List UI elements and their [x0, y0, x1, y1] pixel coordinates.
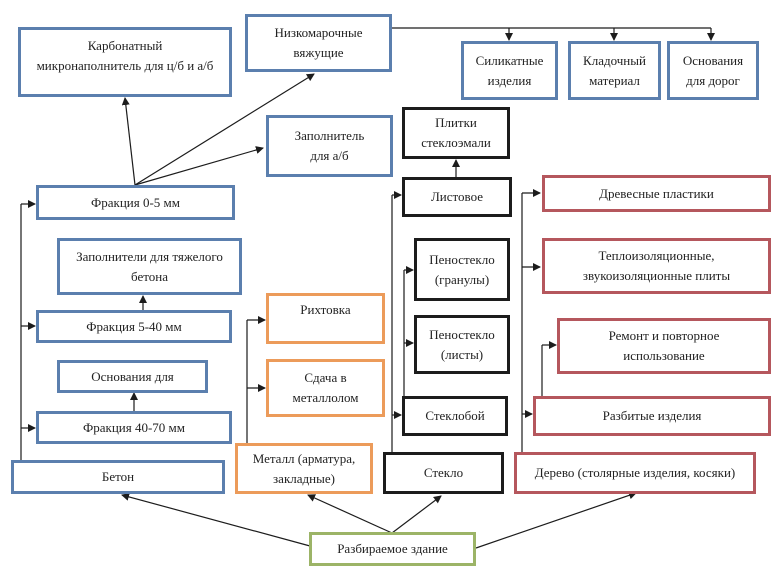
- node-teplo: Теплоизоляционные, звукоизоляционные плит…: [542, 238, 771, 294]
- node-steklo: Стекло: [383, 452, 504, 494]
- node-penosteklo-list: Пеностекло (листы): [414, 315, 510, 374]
- node-remont: Ремонт и повторное использование: [557, 318, 771, 374]
- node-text: Рихтовка: [300, 302, 351, 317]
- node-text: материал: [589, 72, 640, 88]
- node-text: Плитки: [435, 115, 477, 130]
- node-root: Разбираемое здание: [309, 532, 476, 566]
- node-text: Листовое: [430, 189, 484, 204]
- node-text: Ремонт и повторное: [608, 328, 720, 343]
- node-text: металлолом: [292, 390, 359, 405]
- node-text: Разбитые изделия: [602, 408, 702, 423]
- node-text: для дорог: [686, 72, 740, 88]
- node-zapoln-tyazh: Заполнители для тяжелого бетона: [57, 238, 242, 295]
- node-text: Силикатные: [475, 52, 544, 68]
- edge-frac0-5-karbonat: [121, 97, 136, 186]
- edge-frac0-5-zapolnitel: [134, 146, 264, 186]
- node-text: Фракция 40-70 мм: [82, 419, 186, 435]
- node-razbitye: Разбитые изделия: [533, 396, 771, 436]
- node-sdacha: Сдача в металлолом: [266, 359, 385, 417]
- node-text: Заполнители для тяжелого: [76, 248, 223, 264]
- node-text: изделия: [487, 72, 532, 88]
- node-drev-plastiki: Древесные пластики: [542, 175, 771, 212]
- node-text: Карбонатный: [87, 38, 163, 53]
- node-osnovaniya-dlya: Основания для: [57, 360, 208, 393]
- node-derevo: Дерево (столярные изделия, косяки): [514, 452, 756, 494]
- node-steklobot: Стеклобой: [402, 396, 508, 436]
- node-frac-0-5: Фракция 0-5 мм: [36, 185, 235, 220]
- node-frac-5-40: Фракция 5-40 мм: [36, 310, 232, 343]
- node-text: Заполнитель: [294, 128, 365, 143]
- node-text: закладные): [273, 470, 335, 486]
- edge-frac0-5-nizkomar: [134, 73, 315, 186]
- node-text: для а/б: [310, 148, 349, 163]
- node-text: Древесные пластики: [599, 185, 714, 201]
- node-text: звукоизоляционные плиты: [582, 268, 731, 283]
- node-text: использование: [623, 348, 705, 363]
- node-silikat: Силикатные изделия: [461, 41, 558, 100]
- node-text: микронаполнитель для ц/б и а/б: [36, 58, 214, 73]
- node-text: Бетон: [101, 469, 135, 484]
- node-text: Низкомарочные: [274, 25, 363, 40]
- node-text: Основания для: [91, 368, 174, 384]
- node-metall: Металл (арматура, закладные): [235, 443, 373, 494]
- node-text: вяжущие: [293, 45, 344, 60]
- node-zapolnitel-ab: Заполнитель для а/б: [266, 115, 393, 177]
- node-karbonat: Карбонатный микронаполнитель для ц/б и а/…: [18, 27, 232, 97]
- edge-root-beton: [121, 492, 311, 547]
- node-kladoch: Кладочный материал: [568, 41, 661, 100]
- node-text: Стеклобой: [425, 408, 485, 423]
- node-text: стеклоэмали: [421, 135, 491, 150]
- node-text: Сдача в: [304, 370, 347, 385]
- node-text: бетона: [131, 268, 168, 284]
- node-text: Кладочный: [583, 52, 646, 68]
- node-text: Фракция 0-5 мм: [90, 194, 181, 210]
- node-penosteklo-gran: Пеностекло (гранулы): [414, 238, 510, 301]
- node-text: Стекло: [423, 465, 464, 480]
- node-text: Пеностекло: [429, 326, 495, 342]
- node-text: Разбираемое здание: [337, 541, 448, 556]
- node-rihtovka: Рихтовка: [266, 293, 385, 344]
- node-nizkomar: Низкомарочные вяжущие: [245, 14, 392, 72]
- node-beton: Бетон: [11, 460, 225, 494]
- node-text: Фракция 5-40 мм: [86, 318, 182, 334]
- node-text: Металл (арматура,: [252, 450, 356, 466]
- node-text: Теплоизоляционные,: [598, 248, 715, 263]
- edge-root-steklo: [391, 495, 442, 534]
- node-plitki: Плитки стеклоэмали: [402, 107, 510, 159]
- edge-root-derevo: [475, 491, 637, 549]
- node-frac-40-70: Фракция 40-70 мм: [36, 411, 232, 444]
- node-text: (листы): [440, 346, 484, 362]
- node-osn-dorog: Основания для дорог: [667, 41, 759, 100]
- node-text: (гранулы): [434, 271, 490, 287]
- node-text: Пеностекло: [429, 251, 495, 267]
- node-text: Дерево (столярные изделия, косяки): [534, 465, 736, 480]
- edge-root-metall: [307, 494, 393, 534]
- node-listovoe: Листовое: [402, 177, 512, 217]
- node-text: Основания: [682, 52, 744, 68]
